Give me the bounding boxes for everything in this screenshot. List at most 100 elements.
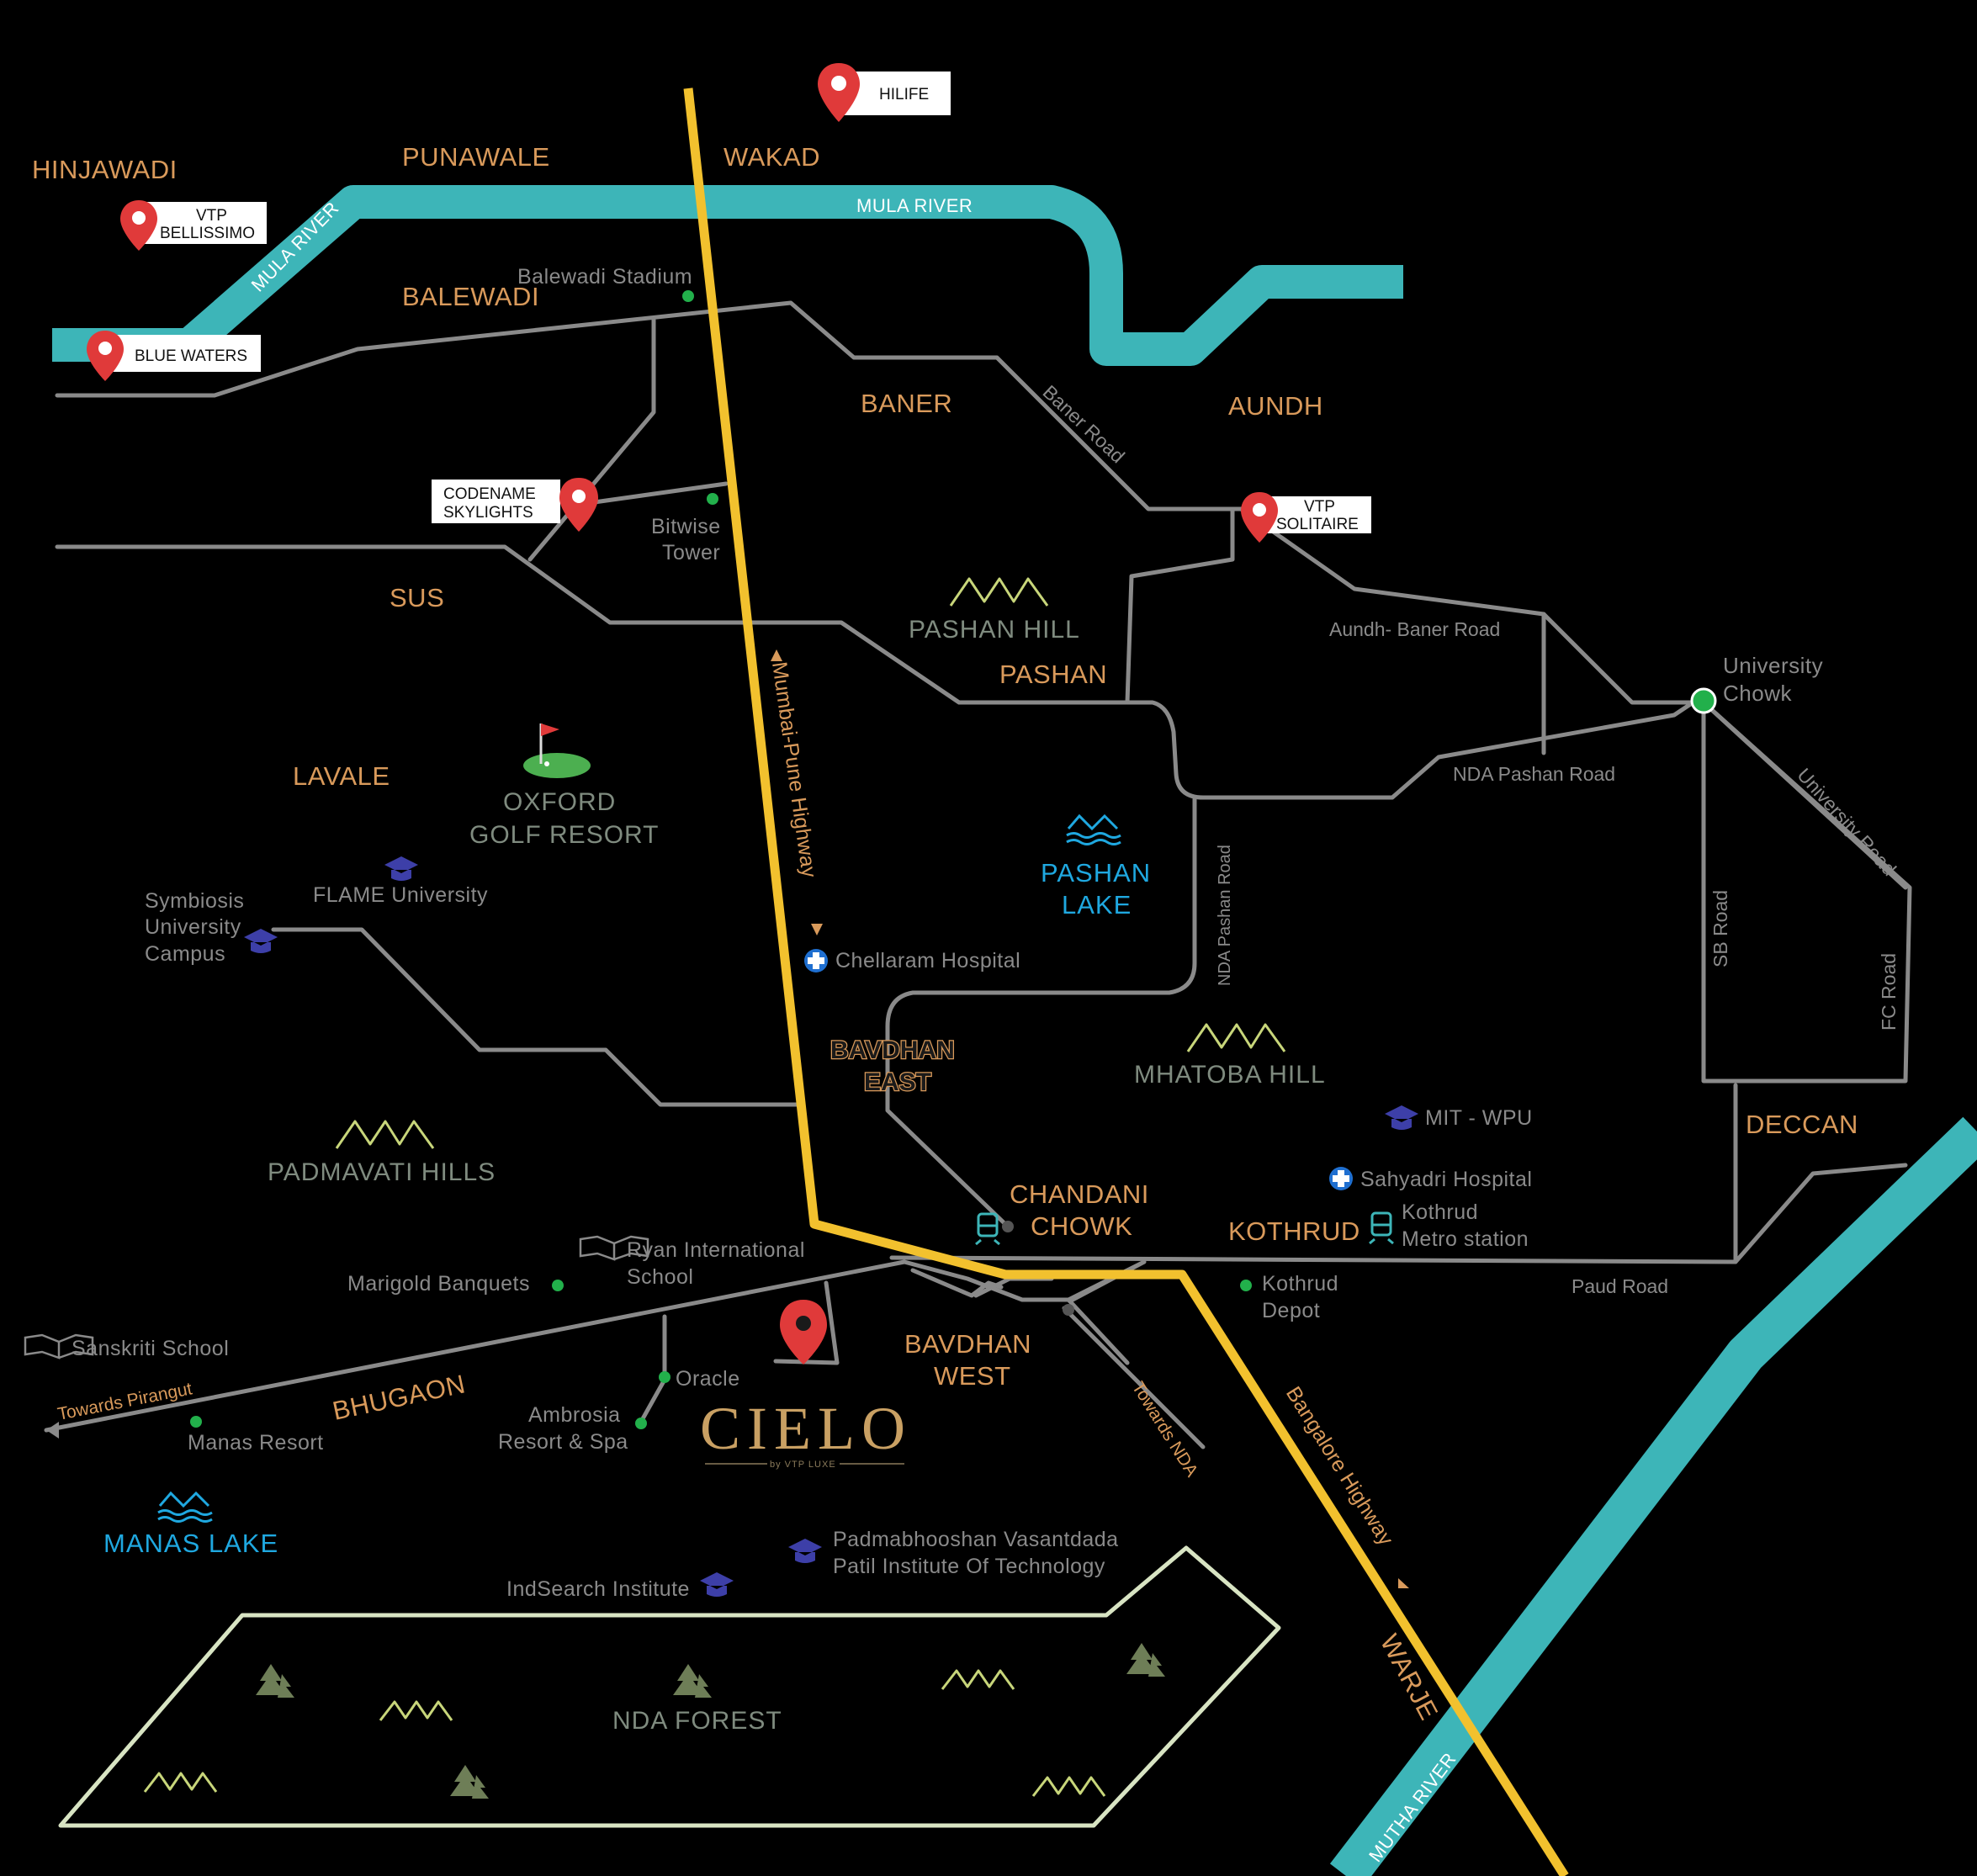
ambrosia-dot [635,1418,647,1429]
kothrud-metro-label-2: Metro station [1402,1227,1529,1251]
area-hinjawadi: HINJAWADI [32,155,178,184]
blue-waters-label-box [108,335,261,372]
area-pashan: PASHAN [999,660,1107,689]
lakes: PASHAN LAKE MANAS LAKE [103,813,1150,1558]
map-pin-icon [818,63,860,122]
hospital-icon [1329,1167,1353,1190]
blue-waters-label: BLUE WATERS [135,347,247,365]
bitwise-tower-label-1: Bitwise [651,515,721,538]
map-pin-icon [87,331,124,381]
vtp-solitaire-label-1: VTP [1304,498,1335,516]
oxford-golf-resort-label-2: GOLF RESORT [469,821,659,849]
area-sus: SUS [390,583,444,612]
vtp-bellissimo-label-1: VTP [196,207,227,225]
mhatoba-hill-label: MHATOBA HILL [1134,1061,1326,1089]
cielo-logo-text: CIELO [700,1395,912,1462]
nda-forest-boundary [58,1545,1281,1828]
cielo-logo-tagline: by VTP LUXE [770,1460,836,1470]
symbiosis-label-1: Symbiosis [145,889,244,913]
nda-forest-label: NDA FOREST [612,1707,782,1735]
ambrosia-label-2: Resort & Spa [498,1430,628,1454]
mula-river [52,185,1403,366]
pashan-hill-label: PASHAN HILL [909,616,1080,644]
triangle-down-icon [811,924,823,935]
symbiosis-label-3: Campus [145,942,225,966]
marigold-banquets-label: Marigold Banquets [347,1272,530,1296]
oxford-golf-resort-label-1: OXFORD [503,788,616,816]
bitwise-tower-label-2: Tower [662,541,720,564]
padmabhooshan-label-2: Patil Institute Of Technology [833,1555,1105,1578]
chandani-chowk-node [1002,1221,1014,1232]
oracle-label: Oracle [676,1367,740,1391]
area-chandani-chowk-1: CHANDANI [1010,1179,1149,1209]
sahyadri-hospital-label: Sahyadri Hospital [1360,1168,1532,1191]
metro-icon [1369,1211,1394,1245]
graduation-cap-icon [244,929,278,953]
area-balewadi: BALEWADI [402,282,539,311]
location-pins: HILIFE VTP BELLISSIMO BLUE WATERS CODENA… [87,63,1371,1365]
map-pin-icon [1241,492,1278,543]
mit-wpu-label: MIT - WPU [1425,1106,1533,1130]
graduation-cap-icon [788,1539,822,1563]
area-bavdhan-west-2: WEST [934,1361,1011,1391]
paud-road-label: Paud Road [1572,1275,1668,1297]
pashan-lake-label-2: LAKE [1062,890,1132,919]
codename-skylights-label-box [432,480,560,523]
mountain-icon [143,577,1286,1797]
ryan-school-label-2: School [627,1265,693,1289]
map-pin-icon [559,478,598,532]
codename-skylights-label-1: CODENAME [443,485,536,503]
manas-resort-label: Manas Resort [188,1431,324,1455]
hilife-label-box [843,72,951,115]
graduation-cap-icon [700,1572,734,1597]
area-bavdhan-west-1: BAVDHAN [904,1329,1031,1359]
area-punawale: PUNAWALE [402,142,550,172]
book-icon [579,1235,649,1261]
mula-river-label: MULA RIVER [856,195,973,216]
vtp-solitaire-label-box [1264,496,1371,533]
sanskriti-school-label: Sanskriti School [72,1337,229,1360]
balewadi-stadium-dot [682,290,694,302]
ryan-school-label-1: Ryan International [627,1238,805,1262]
nda-pashan-road-label-vertical: NDA Pashan Road [1216,845,1234,986]
chellaram-hospital-label: Chellaram Hospital [835,949,1020,972]
vtp-bellissimo-label-2: BELLISSIMO [160,225,255,242]
lake-icon [157,813,1121,1523]
fc-road-label: FC Road [1878,953,1900,1031]
triangle-up-icon [771,649,782,661]
ambrosia-label-1: Ambrosia [528,1403,621,1427]
map-pin-icon [120,200,157,251]
kothrud-depot-dot [1240,1280,1252,1291]
hospital-icon [804,949,828,972]
hilife-label: HILIFE [879,86,929,103]
mutha-river [1329,1116,1977,1876]
area-bavdhan-east-1: BAVDHAN [830,1036,955,1064]
book-icon [24,1333,94,1359]
flame-university-label: FLAME University [313,883,488,907]
area-labels: HINJAWADI PUNAWALE WAKAD BALEWADI BANER … [32,142,1858,1725]
university-chowk-label-1: University [1723,653,1823,678]
aundh-baner-road-label: Aundh- Baner Road [1329,618,1500,640]
codename-skylights-label-2: SKYLIGHTS [443,504,533,522]
sb-road-label: SB Road [1709,890,1731,967]
kothrud-metro-label-1: Kothrud [1402,1200,1478,1224]
metro-icon [975,1212,1000,1246]
indsearch-label: IndSearch Institute [506,1577,690,1601]
area-wakad: WAKAD [723,142,820,172]
university-chowk-dot [1690,687,1717,714]
padmabhooshan-label-1: Padmabhooshan Vasantdada [833,1528,1119,1551]
graduation-cap-icon [384,856,418,881]
tree-icon [256,1643,1165,1799]
junction-node [1063,1304,1074,1316]
road-network [44,300,1912,1449]
area-kothrud: KOTHRUD [1228,1216,1360,1246]
area-chandani-chowk-2: CHOWK [1031,1211,1132,1241]
area-aundh: AUNDH [1228,391,1323,421]
manas-resort-dot [190,1416,202,1428]
manas-lake-label: MANAS LAKE [103,1529,278,1558]
padmavati-hills-label: PADMAVATI HILLS [268,1158,496,1186]
area-deccan: DECCAN [1746,1110,1858,1139]
mumbai-pune-highway [683,87,1569,1876]
kothrud-depot-label-1: Kothrud [1262,1272,1338,1296]
